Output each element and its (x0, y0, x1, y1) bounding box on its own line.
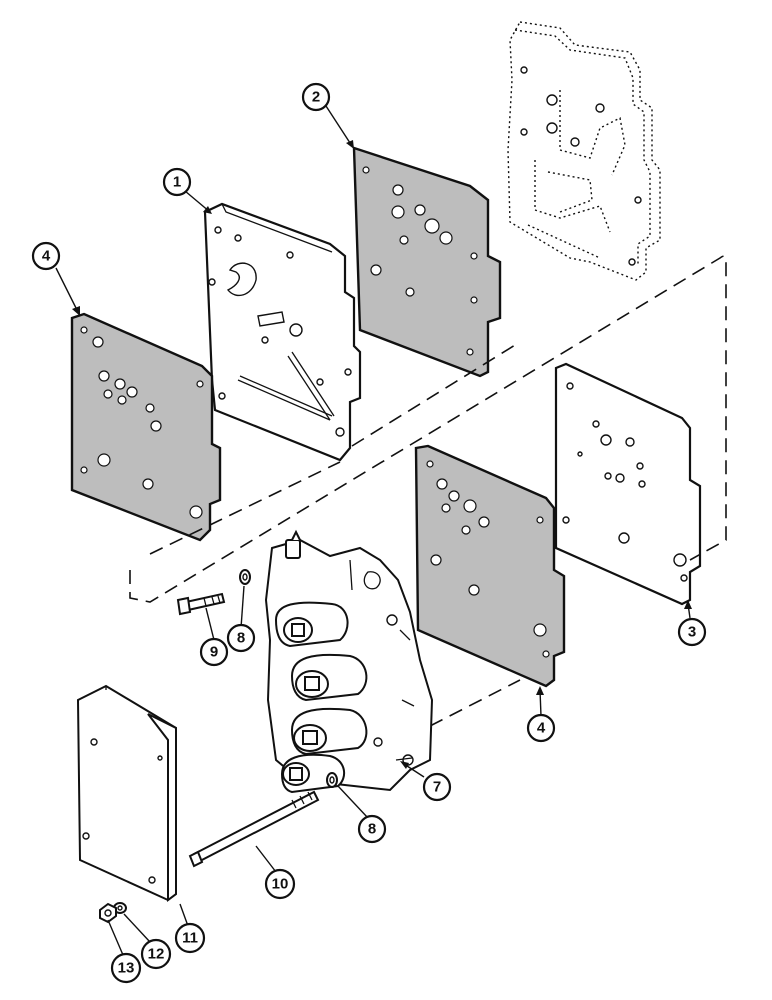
separator-plate (203, 202, 362, 462)
callout-11: 11 (174, 922, 206, 954)
threaded-stud (188, 790, 320, 868)
solenoid-coil-2 (290, 653, 368, 702)
callout-11-label: 11 (182, 930, 198, 947)
nut-13 (99, 902, 117, 924)
callout-2: 2 (301, 82, 331, 112)
solenoid-coil-1 (274, 601, 349, 648)
solenoid-valve-block (264, 529, 434, 794)
callout-8-lower: 8 (357, 814, 387, 844)
callout-8-lower-label: 8 (368, 821, 376, 838)
callout-3-label: 3 (688, 624, 696, 641)
callout-13-label: 13 (118, 960, 135, 977)
cover-bracket (76, 684, 177, 902)
leader-lines (55, 105, 692, 956)
valve-body-reference-outline (507, 21, 661, 281)
callout-10-label: 10 (272, 876, 289, 893)
gasket-lower (414, 444, 566, 688)
callout-3: 3 (677, 617, 707, 647)
alignment-lines (129, 255, 728, 727)
callout-9-label: 9 (210, 644, 218, 661)
callout-10: 10 (264, 868, 296, 900)
callout-9: 9 (199, 637, 229, 667)
washer-lower (326, 772, 338, 788)
callout-1-label: 1 (173, 174, 181, 191)
plate-right (554, 362, 702, 606)
washer-upper (239, 569, 251, 585)
callout-13: 13 (110, 952, 142, 984)
callout-1: 1 (162, 167, 192, 197)
callout-4-right: 4 (526, 713, 556, 743)
solenoid-coil-3 (290, 707, 368, 756)
gasket-upper (352, 146, 502, 378)
callout-12-label: 12 (148, 946, 165, 963)
callout-12: 12 (140, 938, 172, 970)
callout-7: 7 (422, 772, 452, 802)
gasket-left (70, 312, 222, 542)
callout-8-upper-label: 8 (237, 630, 245, 647)
callout-2-label: 2 (312, 89, 320, 106)
callout-4-left: 4 (31, 241, 61, 271)
bolt-short (176, 592, 226, 616)
callout-7-label: 7 (433, 779, 441, 796)
callout-4-left-label: 4 (42, 248, 51, 265)
callout-4-right-label: 4 (537, 720, 546, 737)
callout-8-upper: 8 (226, 623, 256, 653)
